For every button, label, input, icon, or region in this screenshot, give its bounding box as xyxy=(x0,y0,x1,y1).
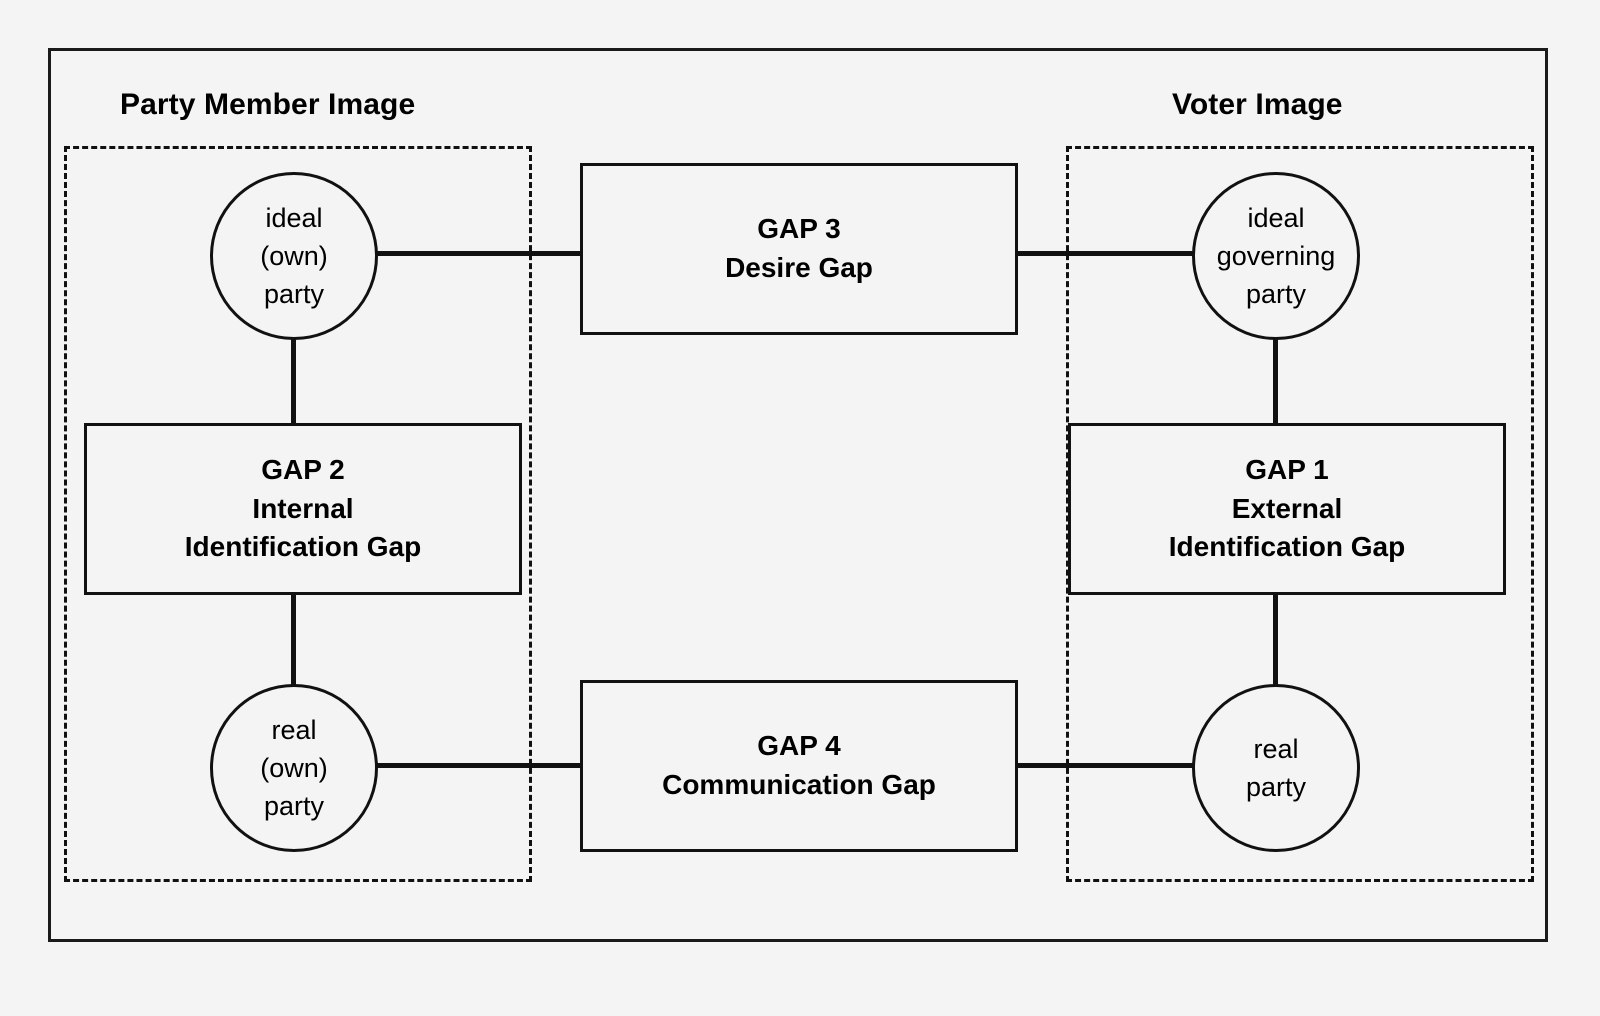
gap-2-line2: Internal xyxy=(252,492,354,524)
group-title-party-member-image: Party Member Image xyxy=(120,88,416,121)
connector-real-own-party-to-gap4 xyxy=(376,763,582,768)
node-real-own-party-line3: party xyxy=(263,791,325,822)
gap-1-line3: Identification Gap xyxy=(1168,531,1406,563)
node-ideal-own-party-line1: ideal xyxy=(265,202,323,233)
connector-gap3-to-ideal-governing-party xyxy=(1016,251,1194,256)
connector-ideal-own-party-to-gap3 xyxy=(376,251,582,256)
node-real-own-party-line2: (own) xyxy=(260,752,328,783)
node-real-party-line2: party xyxy=(1245,772,1307,802)
node-ideal-governing-party[interactable]: ideal governing party xyxy=(1192,172,1360,340)
gap-3-line1: GAP 3 xyxy=(757,213,841,245)
node-ideal-own-party-line3: party xyxy=(263,279,325,310)
gap-4-line2: Communication Gap xyxy=(662,769,936,800)
gap-box-gap-3-desire-gap[interactable]: GAP 3 Desire Gap xyxy=(580,163,1018,335)
gap-2-line1: GAP 2 xyxy=(261,454,345,486)
node-ideal-governing-party-line3: party xyxy=(1245,279,1307,310)
connector-gap4-to-real-party xyxy=(1016,763,1194,768)
connector-ideal-governing-party-to-gap1 xyxy=(1273,336,1278,426)
gap-2-line3: Identification Gap xyxy=(184,531,422,563)
node-ideal-governing-party-line2: governing xyxy=(1216,240,1336,271)
gap-3-line2: Desire Gap xyxy=(725,252,873,283)
node-real-party-line1: real xyxy=(1253,733,1299,764)
node-ideal-own-party-line2: (own) xyxy=(260,240,328,271)
gap-4-line1: GAP 4 xyxy=(757,730,841,762)
node-ideal-governing-party-line1: ideal xyxy=(1247,202,1305,233)
connector-gap1-to-real-party xyxy=(1273,592,1278,687)
gap-1-line2: External xyxy=(1231,492,1343,524)
node-real-own-party-line1: real xyxy=(271,714,317,745)
group-region-voter-image xyxy=(1066,146,1534,882)
connector-ideal-own-party-to-gap2 xyxy=(291,336,296,426)
node-real-party[interactable]: real party xyxy=(1192,684,1360,852)
group-region-party-member-image xyxy=(64,146,532,882)
gap-box-gap-1-external-identification-gap[interactable]: GAP 1 External Identification Gap xyxy=(1068,423,1506,595)
node-ideal-own-party[interactable]: ideal (own) party xyxy=(210,172,378,340)
group-title-voter-image: Voter Image xyxy=(1172,88,1343,121)
gap-box-gap-4-communication-gap[interactable]: GAP 4 Communication Gap xyxy=(580,680,1018,852)
node-real-own-party[interactable]: real (own) party xyxy=(210,684,378,852)
gap-box-gap-2-internal-identification-gap[interactable]: GAP 2 Internal Identification Gap xyxy=(84,423,522,595)
gap-1-line1: GAP 1 xyxy=(1245,454,1329,486)
connector-gap2-to-real-own-party xyxy=(291,592,296,687)
